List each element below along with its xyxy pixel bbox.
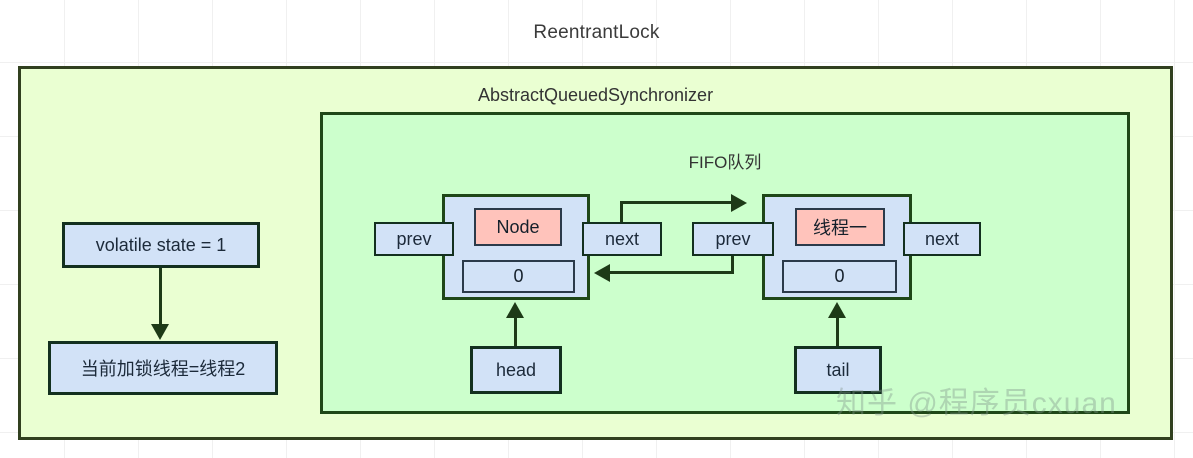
- node-1-payload-box: Node: [474, 208, 562, 246]
- node-1-next-box: next: [582, 222, 662, 256]
- next-arrow-vertical: [620, 203, 623, 225]
- node-1-payload-label: Node: [496, 216, 540, 237]
- node-2-payload-box: 线程一: [795, 208, 885, 246]
- tail-pointer-line: [836, 318, 839, 346]
- current-lock-thread-box: 当前加锁线程=线程2: [48, 341, 278, 395]
- node-2-next-box: next: [903, 222, 981, 256]
- head-pointer-arrowhead: [506, 302, 524, 318]
- node-2-prev-box: prev: [692, 222, 774, 256]
- node-2-waitstatus-label: 0: [834, 266, 845, 286]
- tail-pointer-label: tail: [826, 359, 850, 380]
- node-2-waitstatus-box: 0: [782, 260, 897, 293]
- node-1-waitstatus-label: 0: [513, 266, 524, 286]
- node-2-prev-label: prev: [715, 228, 751, 249]
- next-arrow-arrowhead: [731, 194, 747, 212]
- head-pointer-box: head: [470, 346, 562, 394]
- tail-pointer-arrowhead: [828, 302, 846, 318]
- node-1-prev-label: prev: [396, 228, 432, 249]
- node-1-next-label: next: [604, 228, 640, 249]
- prev-arrow-horizontal: [610, 271, 734, 274]
- node-1-waitstatus-box: 0: [462, 260, 575, 293]
- queue-node-2: 线程一 0: [762, 194, 912, 300]
- prev-arrow-vertical: [731, 254, 734, 274]
- tail-pointer-box: tail: [794, 346, 882, 394]
- page-title: ReentrantLock: [533, 22, 660, 43]
- node-2-next-label: next: [924, 228, 960, 249]
- volatile-state-label: volatile state = 1: [95, 234, 227, 255]
- aqs-panel-title: AbstractQueuedSynchronizer: [477, 85, 714, 105]
- state-to-owner-arrowhead: [151, 324, 169, 340]
- node-1-prev-box: prev: [374, 222, 454, 256]
- next-arrow-horizontal: [620, 201, 733, 204]
- prev-arrow-arrowhead: [594, 264, 610, 282]
- node-2-payload-label: 线程一: [813, 218, 867, 238]
- head-pointer-label: head: [495, 359, 537, 380]
- volatile-state-box: volatile state = 1: [62, 222, 260, 268]
- current-lock-thread-label: 当前加锁线程=线程2: [80, 359, 246, 379]
- state-to-owner-line: [159, 268, 162, 326]
- queue-node-1: Node 0: [442, 194, 590, 300]
- fifo-panel-title: FIFO队列: [688, 153, 762, 172]
- head-pointer-line: [514, 318, 517, 346]
